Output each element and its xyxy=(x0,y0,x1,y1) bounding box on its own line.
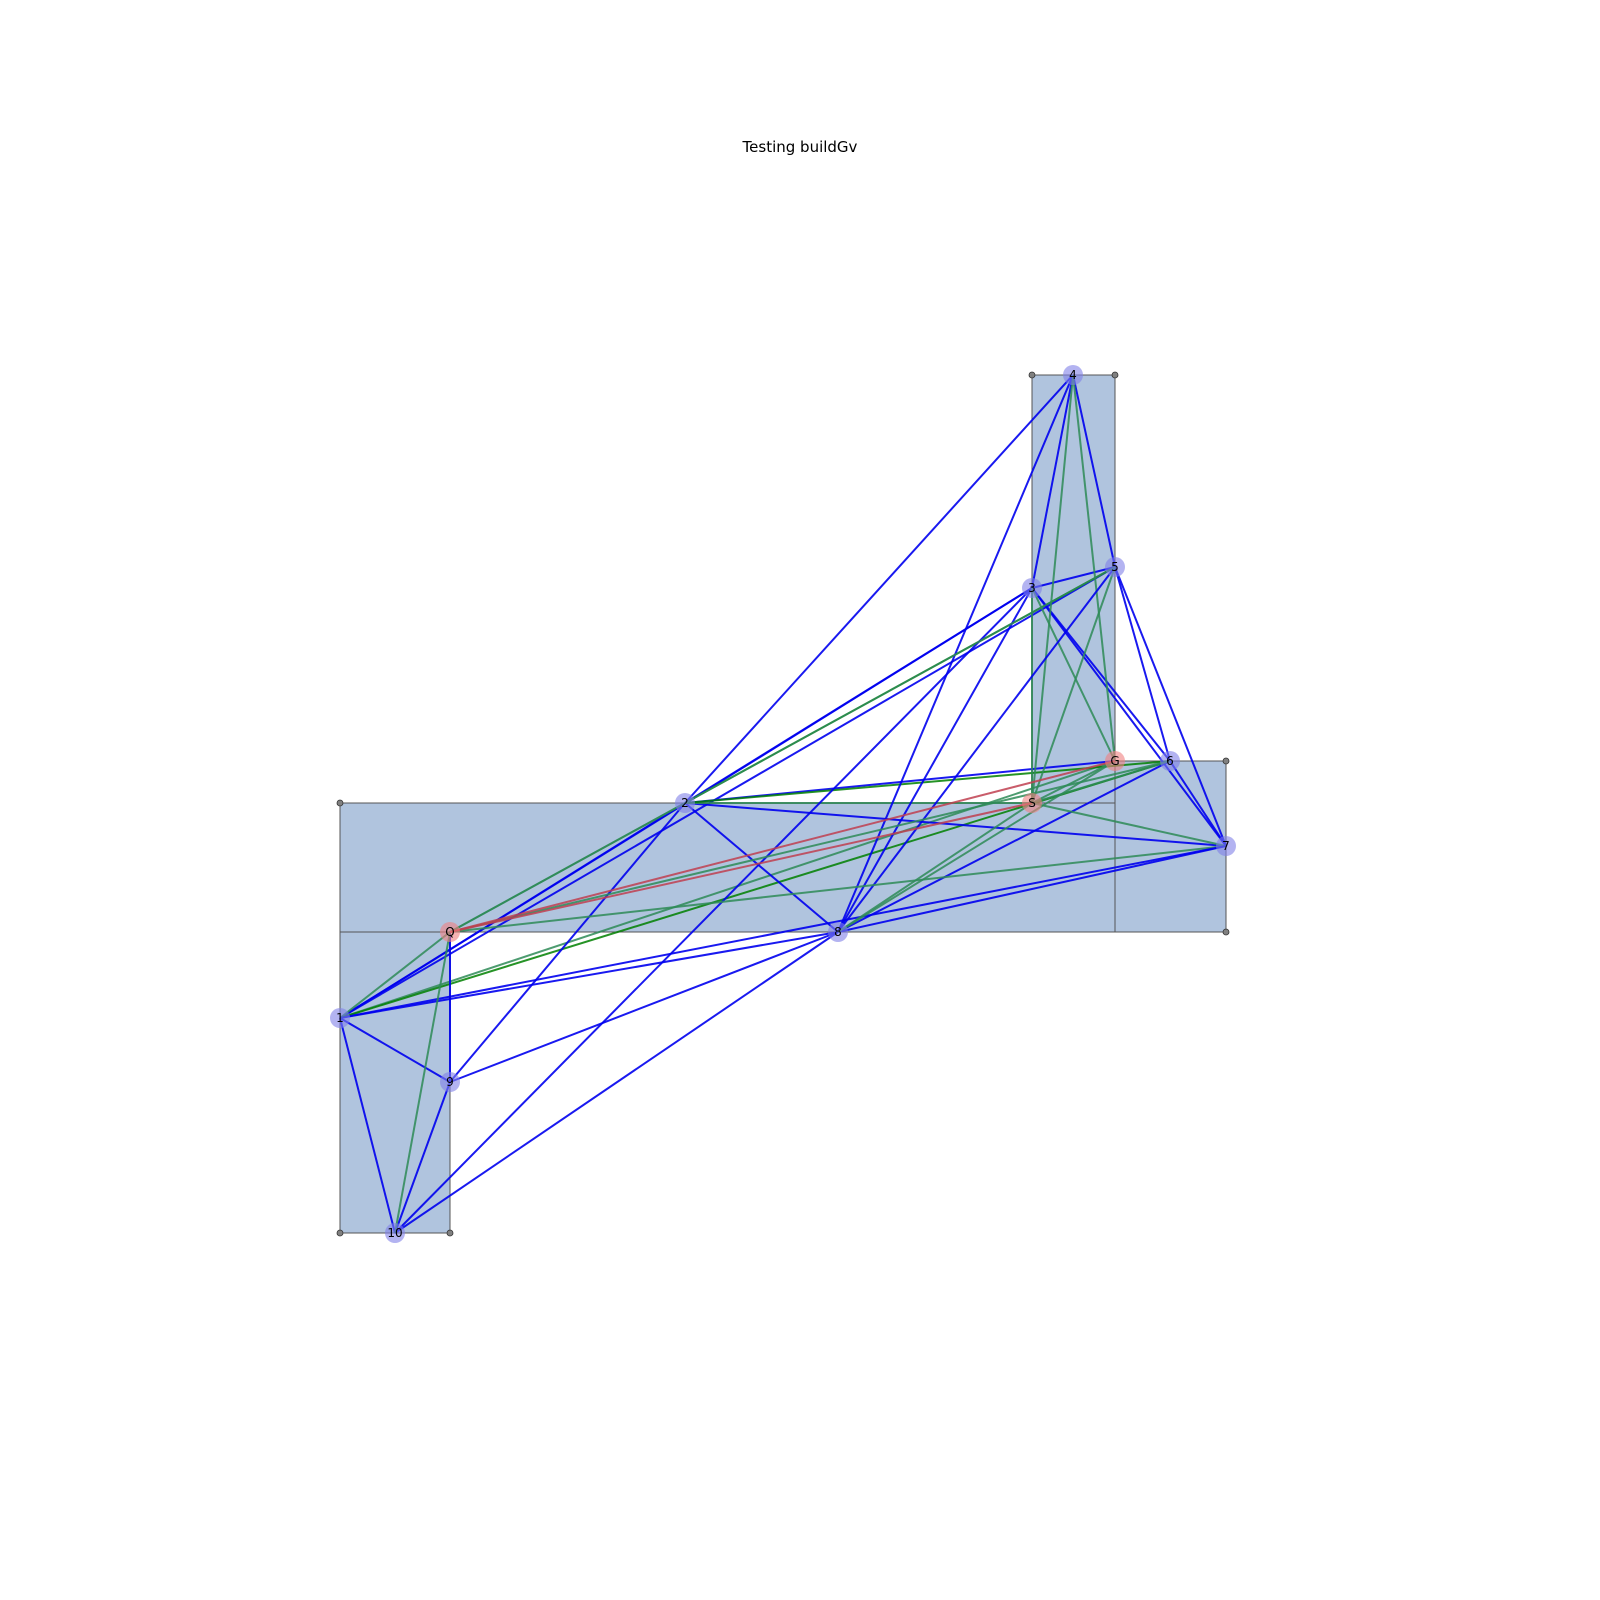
edge-n3-n7 xyxy=(1031,587,1227,847)
corner-marker xyxy=(1028,371,1036,379)
node-label: 3 xyxy=(1028,581,1036,595)
node-marker xyxy=(1105,557,1125,577)
edge-n2-n4 xyxy=(684,374,1074,804)
edge-n5-q xyxy=(449,566,1116,933)
edge-n4-g xyxy=(1072,374,1116,762)
edge-n3-n10 xyxy=(394,587,1033,1234)
edge-n5-n8 xyxy=(837,566,1116,933)
node-n8: 8 xyxy=(828,922,848,942)
edge-n2-n3 xyxy=(684,587,1033,804)
edge-n8-n10 xyxy=(394,931,839,1234)
node-n9: 9 xyxy=(440,1072,460,1092)
node-label: 4 xyxy=(1069,368,1077,382)
node-label: Q xyxy=(445,925,454,939)
edge-n5-n7 xyxy=(1114,566,1227,847)
node-label: G xyxy=(1110,754,1119,768)
node-n6: 6 xyxy=(1160,751,1180,771)
node-n2: 2 xyxy=(675,793,695,813)
edge-n6-q xyxy=(449,760,1171,933)
node-marker xyxy=(1105,751,1125,771)
corner-marker xyxy=(1222,757,1230,765)
node-marker xyxy=(440,1072,460,1092)
node-n10: 10 xyxy=(385,1223,405,1243)
edge-n3-n4 xyxy=(1031,374,1074,589)
region-right-block xyxy=(1114,760,1227,933)
edge-n8-n9 xyxy=(449,931,839,1083)
edge-s-g xyxy=(1031,760,1116,804)
region-horizontal-band xyxy=(339,802,1227,933)
edge-n3-n6 xyxy=(1031,587,1171,762)
node-marker xyxy=(385,1223,405,1243)
node-q: Q xyxy=(440,922,460,942)
node-label: 7 xyxy=(1222,839,1230,853)
node-n1: 1 xyxy=(330,1008,350,1028)
edge-n5-n6 xyxy=(1114,566,1171,762)
edge-n1-n5 xyxy=(339,566,1116,1019)
node-n3: 3 xyxy=(1022,578,1042,598)
node-label: 9 xyxy=(446,1075,454,1089)
corner-marker xyxy=(1222,928,1230,936)
node-n7: 7 xyxy=(1216,836,1236,856)
edge-n3-n5 xyxy=(1031,566,1116,589)
edge-n10-q xyxy=(394,931,451,1234)
edge-q-g xyxy=(449,760,1116,933)
edge-n2-n8 xyxy=(684,802,839,933)
node-n5: 5 xyxy=(1105,557,1125,577)
node-marker xyxy=(1216,836,1236,856)
edge-n3-g xyxy=(1031,587,1116,762)
node-label: 5 xyxy=(1111,560,1119,574)
edge-n2-n9 xyxy=(449,802,686,1083)
graph-nodes: 1 2 3 4 5 6 7 8 9 10 S G Q xyxy=(330,365,1236,1243)
edge-n7-n8 xyxy=(837,845,1227,933)
node-g: G xyxy=(1105,751,1125,771)
edge-s-q xyxy=(449,802,1033,933)
node-marker xyxy=(1022,793,1042,813)
node-marker xyxy=(675,793,695,813)
corner-marker xyxy=(1111,371,1119,379)
node-marker xyxy=(1160,751,1180,771)
edge-n1-n9 xyxy=(339,1017,451,1083)
edge-n6-n8 xyxy=(837,760,1171,933)
edge-n2-n7 xyxy=(684,802,1227,847)
node-label: 1 xyxy=(336,1011,344,1025)
node-marker xyxy=(330,1008,350,1028)
corner-marker xyxy=(336,1229,344,1237)
node-marker xyxy=(1022,578,1042,598)
node-marker xyxy=(1063,365,1083,385)
corner-marker xyxy=(336,799,344,807)
node-label: 8 xyxy=(834,925,842,939)
edge-n4-n5 xyxy=(1072,374,1116,568)
edge-n1-n10 xyxy=(339,1017,396,1234)
node-n4: 4 xyxy=(1063,365,1083,385)
node-label: S xyxy=(1028,796,1036,810)
edge-n7-q xyxy=(449,845,1227,933)
edge-n1-q xyxy=(339,931,451,1019)
edge-n7-s xyxy=(1031,802,1227,847)
edge-n6-s xyxy=(1031,760,1171,804)
edge-n1-n8 xyxy=(339,931,839,1019)
corner-marker xyxy=(446,1229,454,1237)
node-marker xyxy=(828,922,848,942)
edge-n7-n1 xyxy=(339,845,1227,1019)
edge-n3-n8 xyxy=(837,587,1033,933)
edge-n5-s xyxy=(1031,566,1116,804)
edge-n4-s xyxy=(1031,374,1074,804)
edge-n8-g xyxy=(837,760,1116,933)
edge-n6-n7 xyxy=(1169,760,1227,847)
node-s: S xyxy=(1022,793,1042,813)
edge-n9-n10 xyxy=(394,1081,451,1234)
node-label: 2 xyxy=(681,796,689,810)
region-corners xyxy=(336,371,1230,1237)
node-label: 10 xyxy=(387,1226,402,1240)
edge-n8-s xyxy=(837,802,1033,933)
node-label: 6 xyxy=(1166,754,1174,768)
node-marker xyxy=(440,922,460,942)
diagram-title: Testing buildGv xyxy=(742,138,858,156)
graph-edges xyxy=(339,374,1227,1234)
